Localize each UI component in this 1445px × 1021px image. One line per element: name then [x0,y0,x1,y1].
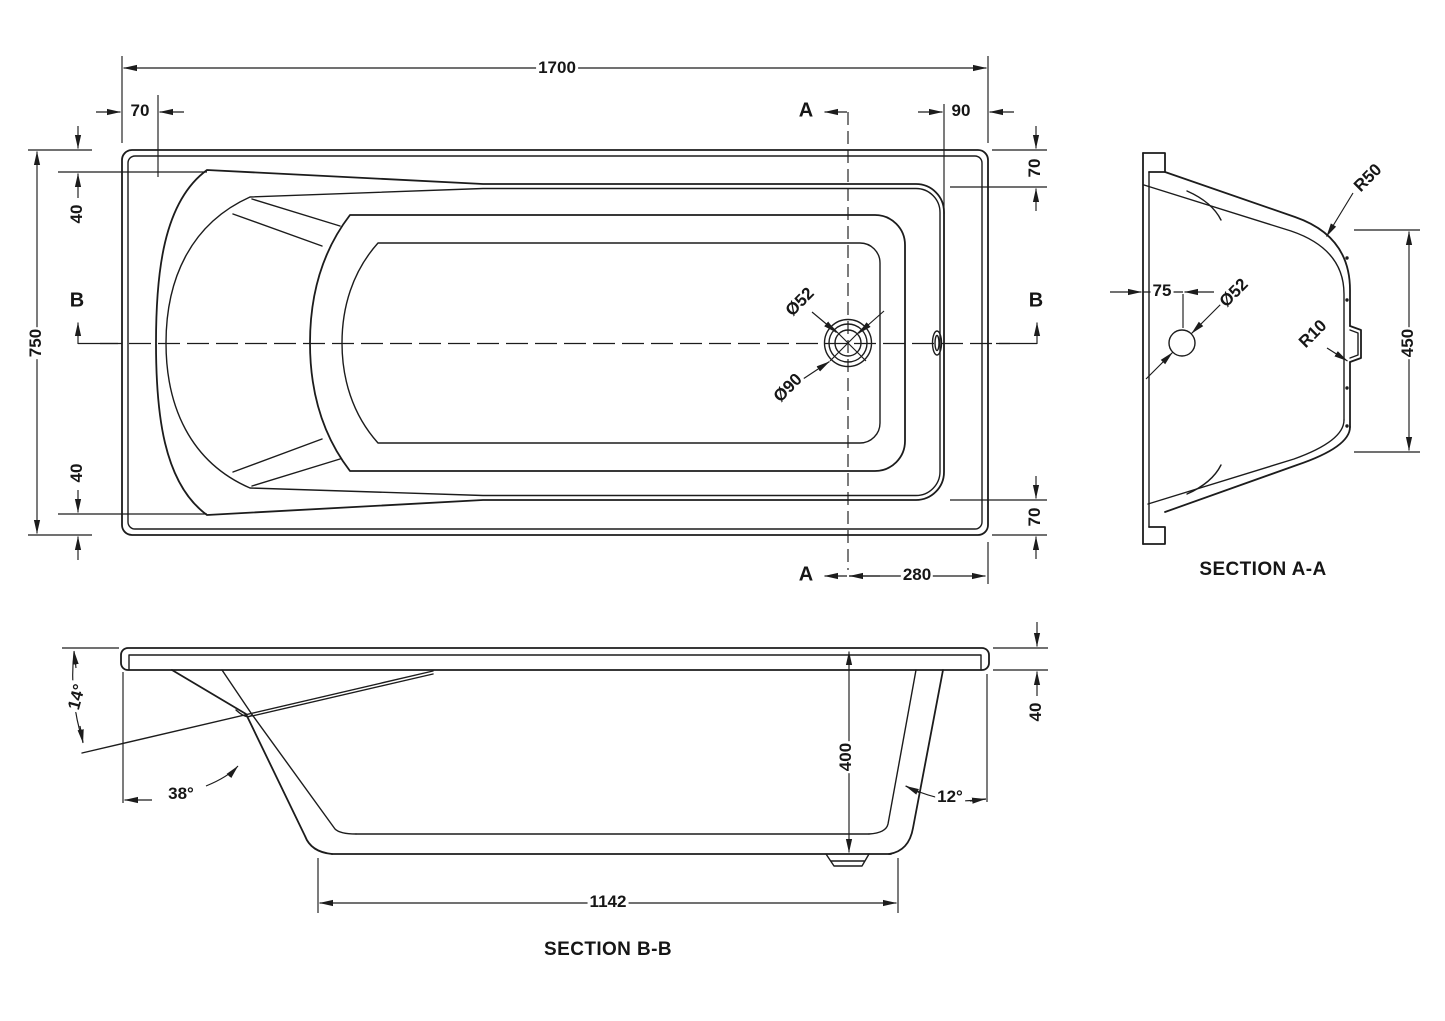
dim-rim-right-top: 70 [1025,156,1045,180]
dim-foot-slope-angle: 12° [935,787,965,807]
dim-depth: 400 [836,740,856,774]
dim-overall-length: 1700 [536,58,578,78]
section-aa-geometry [1142,152,1362,545]
section-aa-dimensions [1110,192,1420,453]
tub-rim-outline [121,149,989,536]
plan-view-geometry [100,112,1010,570]
backrest-profile [171,669,333,855]
backrest-edge [251,458,341,487]
rim-hook-top [1142,152,1166,173]
grip-ledge [1349,325,1362,363]
dim-rim-top: 40 [67,202,87,226]
section-bb-geometry [81,647,990,867]
plan-view-dimensions [28,56,1047,584]
section-marker-b-right: B [1026,289,1046,312]
bowl-inner-edge [165,187,941,497]
dim-rim-height: 40 [1026,700,1046,724]
dim-base-width: 450 [1398,326,1418,360]
section-marker-b-left: B [67,289,87,312]
dim-overall-width: 750 [26,326,46,360]
dim-overflow-offset: 75 [1150,281,1174,301]
dim-left-offset: 70 [128,101,152,121]
section-marker-a-bottom: A [796,563,816,586]
rim-profile [120,647,990,671]
dim-rim-bottom: 40 [67,461,87,485]
dim-drain-to-end: 280 [900,565,934,585]
section-bb-dimensions [62,622,1048,913]
section-bb-title: SECTION B-B [542,939,674,961]
dim-base-length: 1142 [587,892,629,912]
rim-hook-bottom [1142,526,1166,545]
dim-right-offset: 90 [949,101,973,121]
overflow-hole-section [1168,329,1196,357]
overflow-hole-inner [934,334,940,352]
drain-boss [825,853,870,867]
backrest-edge [232,438,323,473]
dim-rim-right-bottom: 70 [1025,505,1045,529]
bowl-outer-edge [155,169,945,516]
tub-rim-inner-edge [127,155,983,530]
foot-wall-profile [888,669,944,855]
section-marker-a-top: A [796,99,816,122]
section-aa-title: SECTION A-A [1197,559,1329,581]
backrest-edge [251,198,341,227]
floor-outer-edge [309,214,906,472]
floor-inner-edge [341,242,881,444]
dim-head-slope-angle: 38° [166,784,196,804]
recline-line [81,670,434,754]
backrest-edge [232,213,323,247]
